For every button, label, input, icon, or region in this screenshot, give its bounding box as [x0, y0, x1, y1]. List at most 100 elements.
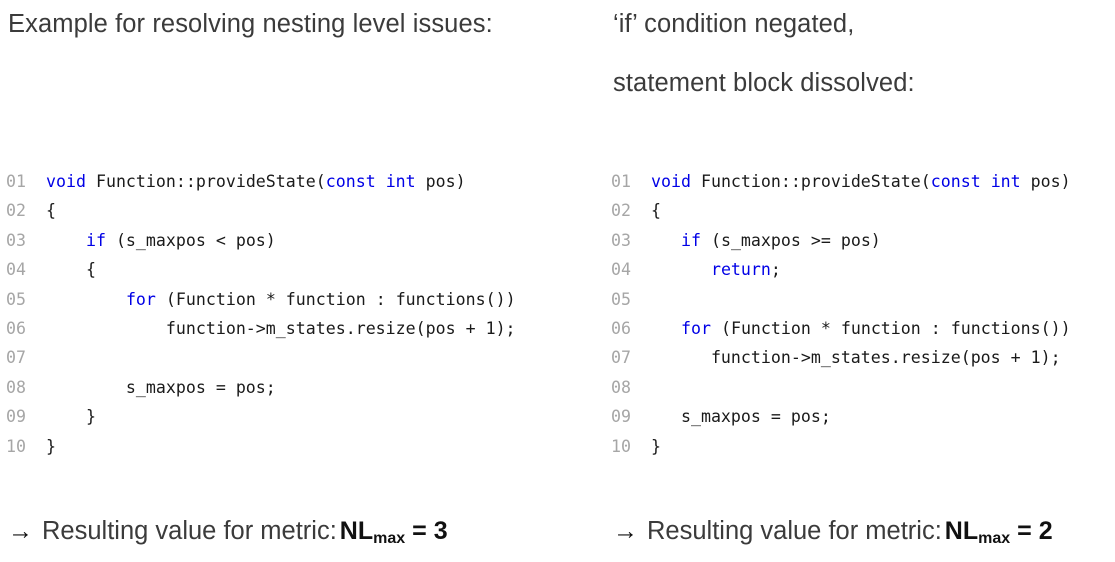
code-text-run: } — [46, 436, 56, 456]
code-text-run: s_maxpos = pos; — [46, 377, 276, 397]
code-text-run: } — [46, 407, 96, 427]
code-line: 01 void Function::provideState(const int … — [6, 167, 516, 196]
code-line-number: 01 — [611, 172, 631, 191]
code-line-content: void Function::provideState(const int po… — [46, 172, 466, 191]
code-text-run: Function::provideState( — [85, 172, 326, 191]
right-heading-line-1: ‘if’ condition negated, — [613, 10, 855, 38]
code-text-run: (s_maxpos < pos) — [105, 230, 276, 250]
code-line-number: 08 — [6, 377, 26, 397]
right-conclusion: →Resulting value for metric:NLmax= 2 — [613, 515, 1053, 548]
code-line-content: for (Function * function : functions()) — [46, 290, 516, 309]
code-line-number: 02 — [6, 201, 26, 221]
code-line-number: 05 — [611, 289, 631, 309]
code-line: 05 — [611, 285, 1071, 314]
code-keyword: const int — [930, 172, 1021, 191]
right-code-block: 01 void Function::provideState(const int … — [611, 167, 1071, 461]
code-line-number: 04 — [611, 260, 631, 280]
code-line: 04 { — [6, 255, 516, 284]
code-text-run: s_maxpos = pos; — [651, 407, 831, 427]
code-keyword: for — [680, 318, 711, 338]
right-metric-result: = 2 — [1017, 517, 1053, 545]
left-metric-label: NLmax — [339, 517, 406, 547]
code-keyword: void — [46, 172, 86, 191]
code-keyword: if — [85, 230, 106, 250]
code-line: 02 { — [6, 196, 516, 225]
code-line-content: { — [46, 201, 56, 220]
right-column: ‘if’ condition negated, statement block … — [605, 0, 1115, 562]
code-keyword: void — [651, 172, 691, 191]
code-line-number: 10 — [611, 436, 631, 456]
code-line-number: 10 — [6, 436, 26, 456]
code-line-number: 03 — [611, 230, 631, 250]
code-line: 03 if (s_maxpos >= pos) — [611, 226, 1071, 255]
arrow-icon: → — [613, 517, 638, 545]
code-line-content: s_maxpos = pos; — [46, 378, 276, 397]
code-line: 09 s_maxpos = pos; — [611, 402, 1071, 431]
right-metric-subscript: max — [978, 529, 1011, 547]
code-line-number: 05 — [6, 289, 26, 309]
code-line: 07 — [6, 343, 516, 372]
right-metric-label: NLmax — [944, 517, 1011, 547]
code-line-content: { — [651, 201, 661, 220]
code-line: 10} — [611, 432, 1071, 461]
code-line-number: 02 — [611, 201, 631, 221]
code-text-run — [651, 319, 681, 338]
code-line: 06 function->m_states.resize(pos + 1); — [6, 314, 516, 343]
code-line-number: 09 — [611, 407, 631, 427]
code-text-run: } — [651, 436, 661, 456]
right-conclusion-text: Resulting value for metric: — [647, 517, 942, 545]
code-line-content: function->m_states.resize(pos + 1); — [651, 348, 1061, 367]
code-line: 02 { — [611, 196, 1071, 225]
code-text-run: Function::provideState( — [690, 172, 931, 191]
code-line: 10} — [6, 432, 516, 461]
right-metric-base: NL — [944, 517, 979, 545]
code-line-content: function->m_states.resize(pos + 1); — [46, 319, 516, 338]
code-text-run: (Function * function : functions()) — [710, 318, 1071, 338]
code-text-run: { — [46, 260, 96, 280]
left-heading-line-1: Example for resolving nesting level issu… — [8, 10, 493, 38]
code-line-content: { — [46, 260, 96, 279]
code-text-run: function->m_states.resize(pos + 1); — [46, 318, 516, 338]
code-line-content: if (s_maxpos >= pos) — [651, 231, 881, 250]
left-column: Example for resolving nesting level issu… — [6, 8, 596, 548]
code-text-run: { — [46, 201, 56, 221]
code-text-run: pos) — [1020, 172, 1071, 191]
code-line-number: 06 — [611, 318, 631, 338]
left-metric-subscript: max — [373, 529, 406, 547]
code-line-content: return; — [651, 260, 781, 279]
code-line: 05 for (Function * function : functions(… — [6, 285, 516, 314]
left-conclusion: →Resulting value for metric:NLmax= 3 — [8, 515, 448, 548]
right-heading: ‘if’ condition negated, statement block … — [613, 8, 1111, 100]
code-line-number: 08 — [611, 377, 631, 397]
code-keyword: for — [125, 289, 156, 309]
code-line: 06 for (Function * function : functions(… — [611, 314, 1071, 343]
code-line-number: 03 — [6, 230, 26, 250]
code-line: 09 } — [6, 402, 516, 431]
code-text-run: (Function * function : functions()) — [155, 289, 516, 309]
code-line-content: if (s_maxpos < pos) — [46, 231, 276, 250]
code-line-content: } — [651, 437, 661, 456]
code-line-content: void Function::provideState(const int po… — [651, 172, 1071, 191]
code-keyword: if — [680, 230, 701, 250]
code-text-run: (s_maxpos >= pos) — [700, 230, 881, 250]
left-code-block: 01 void Function::provideState(const int … — [6, 167, 516, 461]
code-line-content: s_maxpos = pos; — [651, 407, 831, 426]
code-line-content: } — [46, 437, 56, 456]
left-heading: Example for resolving nesting level issu… — [8, 8, 596, 42]
code-text-run: { — [651, 201, 661, 221]
code-line-content: } — [46, 407, 96, 426]
code-text-run: pos) — [415, 172, 466, 191]
code-line: 07 function->m_states.resize(pos + 1); — [611, 343, 1071, 372]
code-text-run: ; — [770, 260, 781, 280]
code-line: 03 if (s_maxpos < pos) — [6, 226, 516, 255]
code-text-run — [46, 231, 86, 250]
code-keyword: return — [710, 260, 771, 280]
code-line-number: 07 — [6, 348, 26, 368]
code-line-number: 09 — [6, 407, 26, 427]
code-line-number: 01 — [6, 172, 26, 191]
left-metric-base: NL — [339, 517, 374, 545]
left-conclusion-text: Resulting value for metric: — [42, 517, 337, 545]
code-text-run: function->m_states.resize(pos + 1); — [651, 348, 1061, 368]
code-line: 01 void Function::provideState(const int … — [611, 167, 1071, 196]
